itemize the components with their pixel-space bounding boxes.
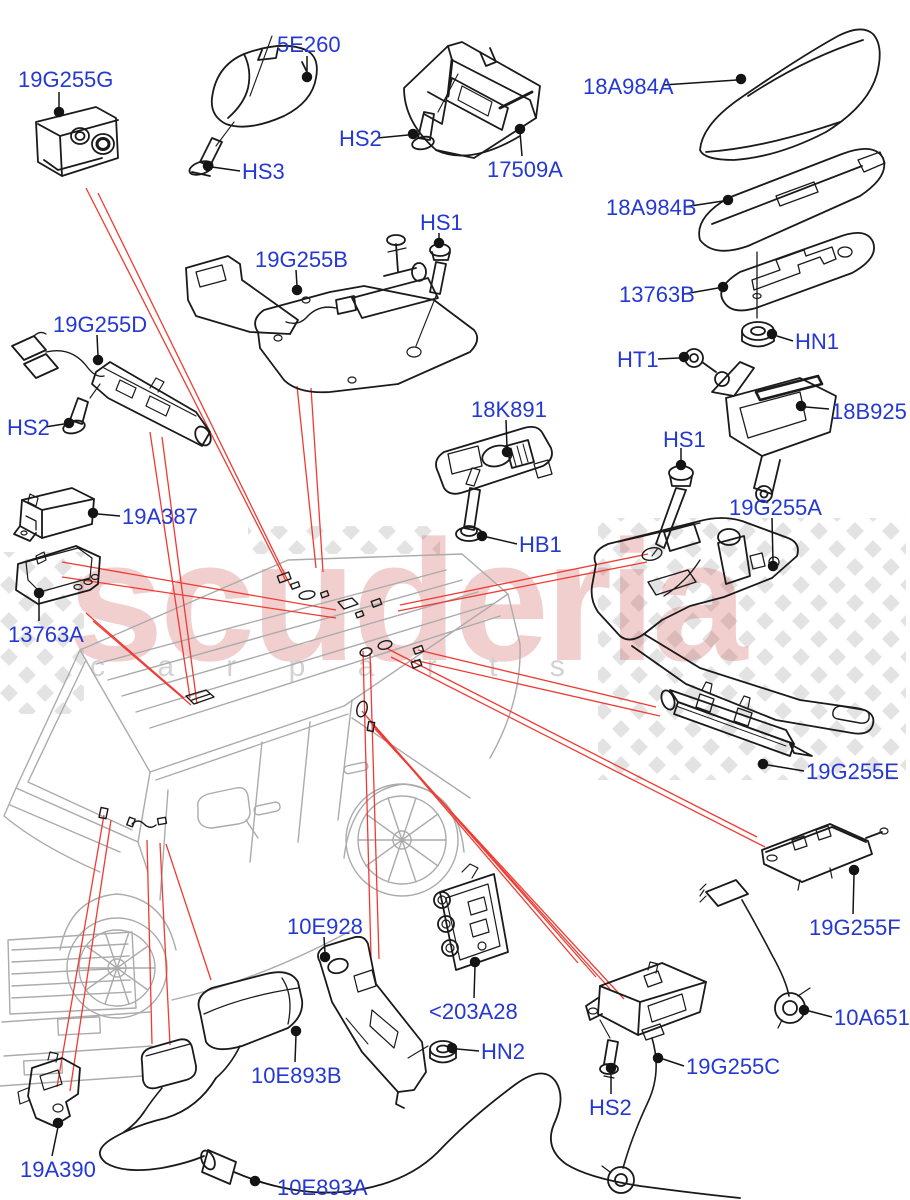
roof-mounted-items — [98, 571, 425, 828]
part-label-HT1: HT1 — [617, 347, 659, 372]
part-roof-antenna-fin-18A984A — [699, 28, 881, 161]
part-bracket-module-18B925 — [711, 361, 837, 503]
part-label-203A28: <203A28 — [429, 999, 518, 1024]
part-module-19A387 — [13, 487, 95, 542]
part-label-17509A: 17509A — [487, 157, 563, 182]
parts-line-art — [11, 28, 889, 1199]
part-module-203A28 — [433, 863, 509, 971]
part-label-13763B: 13763B — [619, 282, 695, 307]
part-antenna-module-19G255E — [660, 681, 813, 757]
part-label-HS1-middle: HS1 — [420, 210, 463, 235]
part-antenna-19G255D — [11, 331, 212, 447]
part-gps-antenna — [140, 1038, 197, 1113]
part-label-18A984A: 18A984A — [583, 74, 674, 99]
part-antenna-module-19G255C — [585, 961, 707, 1194]
part-connector-plug-19G255F — [699, 879, 790, 997]
part-label-10E893B: 10E893B — [251, 1063, 342, 1088]
part-label-18B925: 18B925 — [831, 399, 907, 424]
part-label-19G255G: 19G255G — [18, 67, 114, 92]
part-label-19G255F: 19G255F — [809, 915, 901, 940]
part-camera-module-19G255G — [35, 106, 119, 177]
part-label-HS2-top: HS2 — [339, 126, 382, 151]
part-label-HS2-left: HS2 — [7, 415, 50, 440]
part-screw-HS1-right — [651, 465, 694, 557]
part-antenna-bracket-19G255B — [185, 234, 479, 394]
part-label-19G255D: 19G255D — [53, 312, 148, 337]
part-label-HS3: HS3 — [242, 159, 285, 184]
part-label-10E928: 10E928 — [287, 914, 363, 939]
part-label-HS2-bottom: HS2 — [589, 1095, 632, 1120]
part-antenna-base-18A984B — [698, 148, 886, 252]
part-label-10A651: 10A651 — [834, 1005, 910, 1030]
part-bracket-17509A — [403, 41, 541, 159]
part-housing-13763A — [15, 545, 101, 605]
part-bracket-10E928 — [317, 935, 427, 1109]
checkered-flag-watermark — [0, 518, 906, 780]
part-label-19G255B: 19G255B — [255, 247, 348, 272]
callout-lines — [33, 56, 860, 1187]
part-label-HS1-right: HS1 — [663, 427, 706, 452]
part-screw-HS1-middle — [415, 243, 451, 347]
part-antenna-gasket-13763B — [720, 232, 875, 319]
part-label-18A984B: 18A984B — [606, 195, 697, 220]
part-label-19A387: 19A387 — [122, 504, 198, 529]
part-module-19A390 — [17, 1051, 81, 1127]
part-label-18K891: 18K891 — [471, 397, 547, 422]
part-screw-HS2-top — [411, 73, 459, 151]
part-label-19G255E: 19G255E — [806, 759, 899, 784]
part-label-19G255C: 19G255C — [686, 1054, 781, 1079]
part-antenna-pod-10E893B — [197, 971, 304, 1079]
part-label-10E893A: 10E893A — [277, 1175, 368, 1200]
part-label-19G255A: 19G255A — [729, 495, 822, 520]
part-label-HN1: HN1 — [795, 329, 840, 354]
part-antenna-module-19G255F — [761, 823, 889, 891]
part-label-HN2: HN2 — [481, 1039, 526, 1064]
part-label-19A390: 19A390 — [20, 1157, 96, 1182]
red-leader-lines — [56, 187, 766, 1092]
part-label-5E260: 5E260 — [277, 32, 341, 57]
part-label-HB1: HB1 — [519, 532, 562, 557]
part-antenna-cable-10E893A — [99, 1072, 741, 1199]
part-label-13763A: 13763A — [8, 622, 84, 647]
